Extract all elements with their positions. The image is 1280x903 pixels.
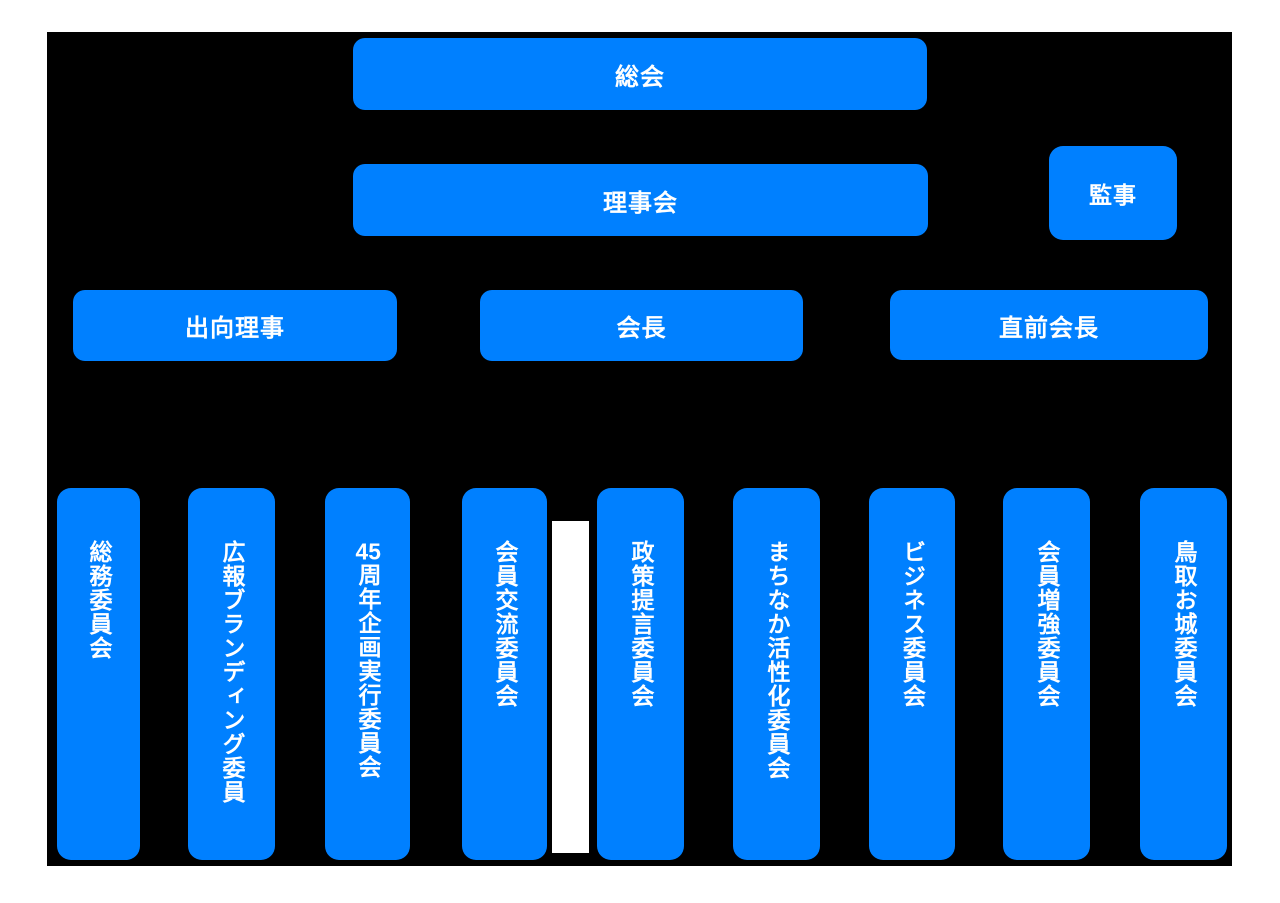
node-dispatched-director: 出向理事 bbox=[73, 290, 397, 361]
committee-node-member-exchange: 会員交流委員会 bbox=[462, 488, 547, 860]
committee-label: 45周年企画実行委員会 bbox=[355, 540, 381, 779]
node-immediate-past-president-label: 直前会長 bbox=[999, 314, 1099, 342]
committee-node-membership-growth: 会員増強委員会 bbox=[1003, 488, 1090, 860]
committee-label: 政策提言委員会 bbox=[628, 540, 654, 708]
node-president-label: 会長 bbox=[616, 315, 667, 342]
committee-label-number: 45 bbox=[355, 540, 381, 563]
committee-node-machinaka-revitalization: まちなか活性化委員会 bbox=[733, 488, 820, 860]
node-general-assembly-label: 総会 bbox=[615, 63, 665, 91]
committee-label: 会員交流委員会 bbox=[492, 540, 518, 708]
committee-node-pr-branding: 広報ブランディング委員 bbox=[188, 488, 275, 860]
placeholder-box bbox=[552, 521, 589, 853]
committee-label: 会員増強委員会 bbox=[1034, 540, 1060, 708]
node-auditor: 監事 bbox=[1049, 146, 1177, 240]
committee-label: 総務委員会 bbox=[86, 540, 112, 660]
committee-node-tottori-castle: 鳥取お城委員会 bbox=[1140, 488, 1227, 860]
committee-label: ビジネス委員会 bbox=[899, 540, 926, 708]
node-auditor-label: 監事 bbox=[1089, 182, 1137, 208]
node-president: 会長 bbox=[480, 290, 803, 361]
committee-node-policy-proposal: 政策提言委員会 bbox=[597, 488, 684, 860]
node-immediate-past-president: 直前会長 bbox=[890, 290, 1208, 360]
committee-node-general-affairs: 総務委員会 bbox=[57, 488, 140, 860]
committee-label: 広報ブランディング委員 bbox=[219, 540, 245, 804]
node-general-assembly: 総会 bbox=[353, 38, 927, 110]
node-board-of-directors: 理事会 bbox=[353, 164, 928, 236]
node-board-of-directors-label: 理事会 bbox=[603, 189, 678, 217]
committee-node-business: ビジネス委員会 bbox=[869, 488, 955, 860]
committee-label: まちなか活性化委員会 bbox=[764, 540, 790, 780]
committee-label: 鳥取お城委員会 bbox=[1171, 540, 1197, 708]
node-dispatched-director-label: 出向理事 bbox=[185, 315, 285, 342]
committee-label-text: 周年企画実行委員会 bbox=[355, 563, 381, 779]
committee-node-45th-anniversary: 45周年企画実行委員会 bbox=[325, 488, 410, 860]
